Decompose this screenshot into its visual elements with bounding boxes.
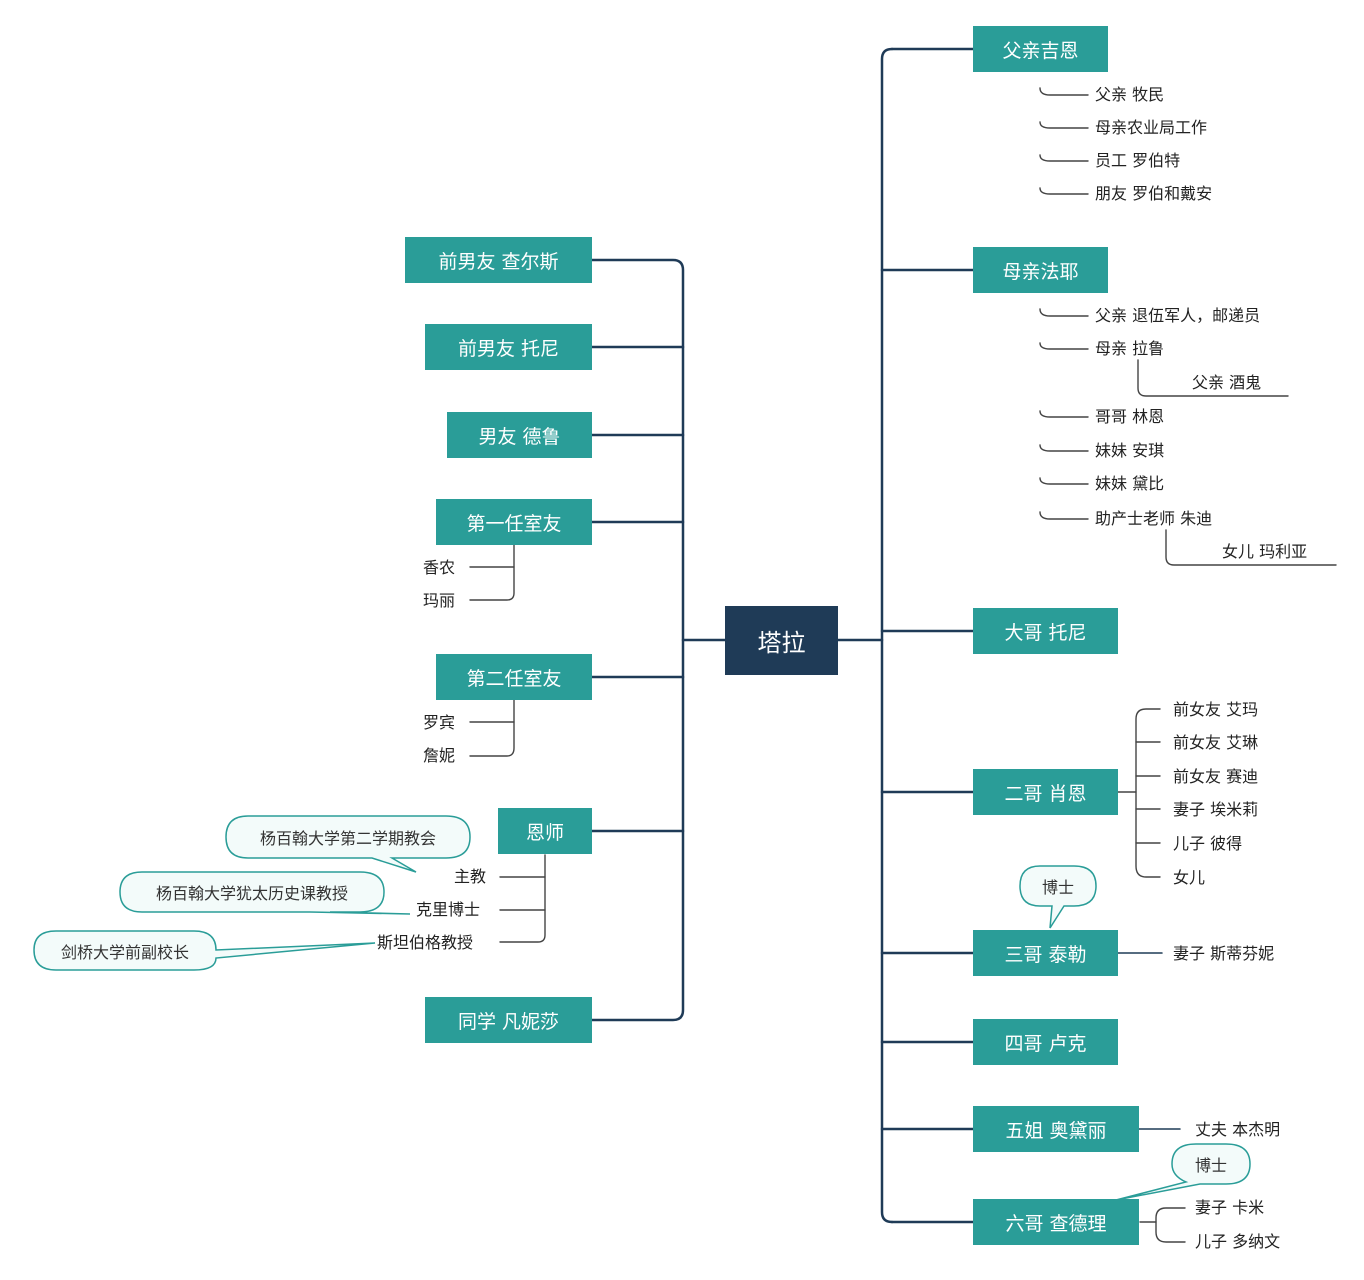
leaf-text: 朋友 罗伯和戴安 xyxy=(1095,184,1213,203)
node-bro1[interactable]: 大哥 托尼 xyxy=(973,608,1118,654)
leaf-text: 妻子 埃米莉 xyxy=(1173,800,1259,819)
leaf-text: 前女友 艾玛 xyxy=(1173,700,1259,719)
node-bro3[interactable]: 三哥 泰勒 xyxy=(973,930,1118,976)
callout-bubble: 博士 xyxy=(1041,878,1074,897)
leaf-text: 前女友 赛迪 xyxy=(1173,767,1259,786)
leaf-text: 妻子 卡米 xyxy=(1195,1198,1265,1217)
leaf-text: 妹妹 黛比 xyxy=(1095,474,1165,493)
leaf-text: 儿子 彼得 xyxy=(1173,834,1243,853)
leaf-text: 父亲 酒鬼 xyxy=(1192,373,1262,392)
node-bro6[interactable]: 六哥 查德理 xyxy=(973,1199,1139,1245)
leaf-text: 斯坦伯格教授 xyxy=(377,933,474,952)
node-roommate1[interactable]: 第一任室友 xyxy=(436,499,592,545)
leaf-text: 母亲 拉鲁 xyxy=(1095,339,1165,358)
leaf-text: 克里博士 xyxy=(416,900,481,919)
leaf-text: 儿子 多纳文 xyxy=(1195,1232,1281,1251)
leaf-text: 詹妮 xyxy=(423,746,456,765)
leaf-text: 女儿 玛利亚 xyxy=(1222,542,1308,561)
node-bro2[interactable]: 二哥 肖恩 xyxy=(973,769,1118,815)
callout-bubble: 剑桥大学前副校长 xyxy=(60,942,189,962)
node-ex1[interactable]: 前男友 查尔斯 xyxy=(405,237,592,283)
leaf-text: 香农 xyxy=(423,558,456,577)
node-mentor[interactable]: 恩师 xyxy=(498,808,592,854)
node-bro4[interactable]: 四哥 卢克 xyxy=(973,1019,1118,1065)
node-mother[interactable]: 母亲法耶 xyxy=(973,247,1108,293)
leaf-text: 罗宾 xyxy=(423,713,456,732)
callout-bubble: 博士 xyxy=(1194,1156,1227,1175)
node-sister[interactable]: 五姐 奥黛丽 xyxy=(973,1106,1139,1152)
leaf-text: 妹妹 安琪 xyxy=(1095,441,1165,460)
leaf-text: 助产士老师 朱迪 xyxy=(1095,509,1213,528)
leaf-text: 父亲 牧民 xyxy=(1095,85,1165,104)
node-ex2[interactable]: 前男友 托尼 xyxy=(425,324,592,370)
leaf-text: 前女友 艾琳 xyxy=(1173,733,1259,752)
leaf-text: 女儿 xyxy=(1173,868,1206,887)
node-roommate2[interactable]: 第二任室友 xyxy=(436,654,592,700)
node-father[interactable]: 父亲吉恩 xyxy=(973,26,1108,72)
root-node[interactable]: 塔拉 xyxy=(725,606,838,675)
leaf-text: 母亲农业局工作 xyxy=(1095,118,1208,137)
leaf-text: 妻子 斯蒂芬妮 xyxy=(1173,944,1275,963)
node-boyfriend[interactable]: 男友 德鲁 xyxy=(447,412,592,458)
leaf-text: 主教 xyxy=(454,867,487,886)
leaf-text: 丈夫 本杰明 xyxy=(1195,1120,1281,1139)
node-classmate[interactable]: 同学 凡妮莎 xyxy=(425,997,592,1043)
callout-bubble: 杨百翰大学犹太历史课教授 xyxy=(155,884,348,903)
callout-bubble: 杨百翰大学第二学期教会 xyxy=(259,829,436,848)
leaf-text: 员工 罗伯特 xyxy=(1095,151,1181,170)
leaf-text: 哥哥 林恩 xyxy=(1095,407,1165,426)
leaf-text: 玛丽 xyxy=(423,591,456,610)
leaf-text: 父亲 退伍军人，邮递员 xyxy=(1095,306,1261,325)
